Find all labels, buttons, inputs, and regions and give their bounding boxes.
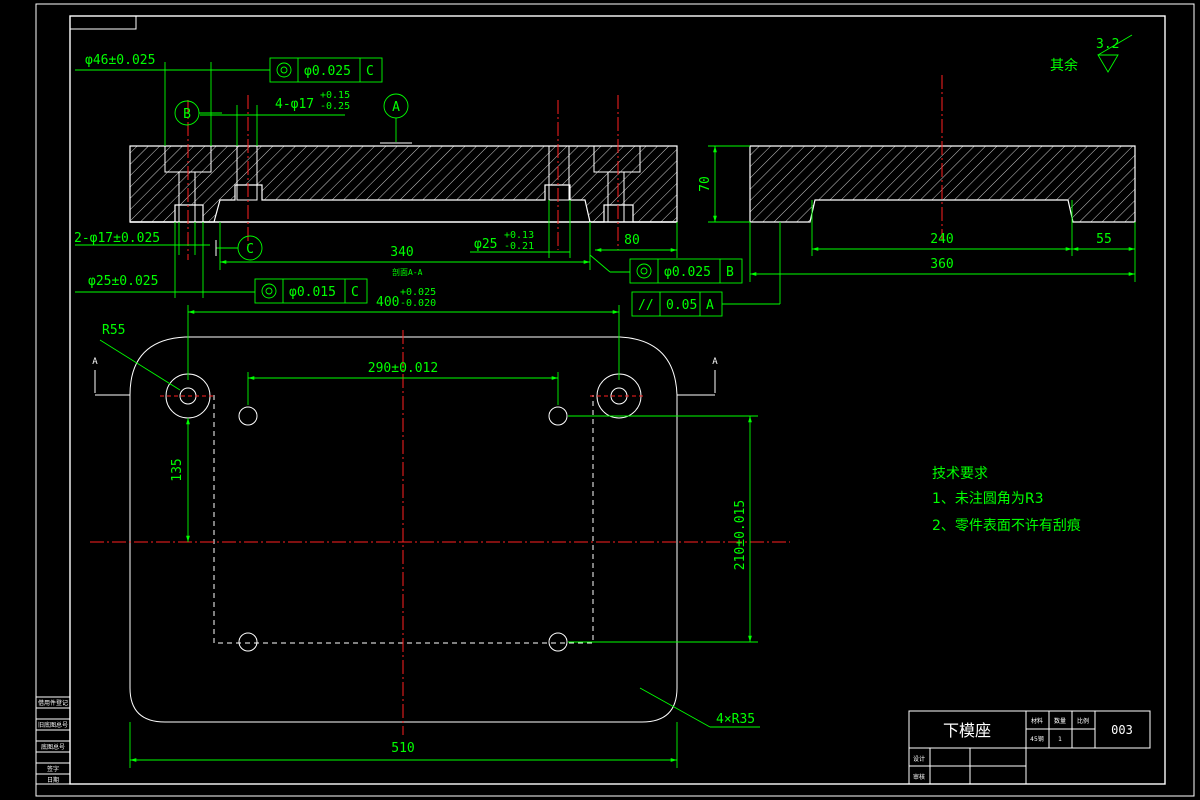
dim-210: 210±0.015 [733,500,748,570]
fcf-c2[interactable] [254,278,368,304]
dim-400: 400 [376,295,399,310]
tech-title: 技术要求 [932,466,988,482]
dim-340: 340 [390,245,413,260]
qty-value: 1 [1058,736,1062,743]
dim-d46: φ46±0.025 [85,53,155,68]
roughness-rest-label: 其余 [1050,57,1078,74]
side-block-label: 借用件登记 [38,699,68,707]
dimension-labels: φ46±0.025 φ0.025 C 4-φ17 +0.15 -0.25 B A… [74,37,1119,756]
dim-d25: φ25±0.025 [88,274,158,289]
dim-holes4: 4-φ17 [275,97,314,112]
dim-d25-tol: φ25 [474,237,497,252]
dim-r55: R55 [102,323,125,338]
designer-label: 设计 [913,755,925,763]
side-block-label: 底图总号 [41,743,65,751]
dim-d25-lower: -0.21 [504,241,534,252]
tech-item-1: 1、未注圆角为R3 [932,491,1044,507]
scale-label: 比例 [1077,717,1089,725]
material-value: 45钢 [1030,735,1044,743]
fcf-c1[interactable] [269,57,383,83]
fcf-c1-datum: C [366,64,374,79]
fcf-c1-tolerance: φ0.025 [304,64,351,79]
part-name: 下模座 [943,721,991,740]
front-section-view[interactable] [129,95,678,260]
fcf-parallel-tolerance: 0.05 [666,298,697,313]
dim-510: 510 [391,741,414,756]
qty-label: 数量 [1054,717,1066,725]
dim-2x-d17: 2-φ17±0.025 [74,231,160,246]
material-label: 材料 [1031,717,1043,725]
drawing-border [35,3,1195,797]
datum-a-label: A [392,100,400,115]
fcf-parallelism[interactable] [631,291,723,317]
fcf-b-tolerance: φ0.025 [664,265,711,280]
dim-290: 290±0.012 [368,361,438,376]
datum-c-label: C [246,242,254,257]
dim-d25-upper: +0.13 [504,230,534,241]
dim-70: 70 [698,176,713,192]
title-block[interactable]: 下模座 材料 数量 比例 45钢 1 003 设计 审核 [908,710,1151,785]
section-label: 剖面A-A [392,267,423,277]
top-view[interactable] [90,330,790,735]
datum-b-label: B [183,107,191,122]
drawing-number: 003 [1111,723,1133,737]
dim-240: 240 [930,232,953,247]
side-section-view[interactable] [749,75,1136,240]
fcf-b-datum: B [726,265,734,280]
side-registration-block: 借用件登记 旧底图总号 底图总号 签字 日期 [35,696,71,785]
dim-80: 80 [624,233,640,248]
dim-55: 55 [1096,232,1112,247]
section-cut-label-right: A [712,357,718,367]
roughness-value: 3.2 [1096,37,1119,52]
dim-holes4-lower: -0.25 [320,101,350,112]
dim-400-upper: +0.025 [400,287,436,298]
fcf-b[interactable] [629,258,743,284]
section-cut-label-left: A [92,357,98,367]
fcf-c2-tolerance: φ0.015 [289,285,336,300]
technical-requirements: 技术要求 1、未注圆角为R3 2、零件表面不许有刮痕 [932,466,1081,534]
tech-item-2: 2、零件表面不许有刮痕 [932,518,1081,534]
dim-135: 135 [170,458,185,481]
side-block-label: 旧底图总号 [38,721,68,729]
dim-holes4-upper: +0.15 [320,90,350,101]
dimension-lines [75,34,1136,768]
fcf-c2-datum: C [351,285,359,300]
side-block-label: 签字 [47,765,59,773]
side-block-label: 日期 [47,776,59,784]
dim-4x-r35: 4×R35 [716,712,755,727]
fcf-parallel-datum: A [706,298,714,313]
dim-400-lower: -0.020 [400,298,436,309]
fcf-parallel-symbol: // [638,298,654,313]
checker-label: 审核 [913,773,925,781]
dim-360: 360 [930,257,953,272]
